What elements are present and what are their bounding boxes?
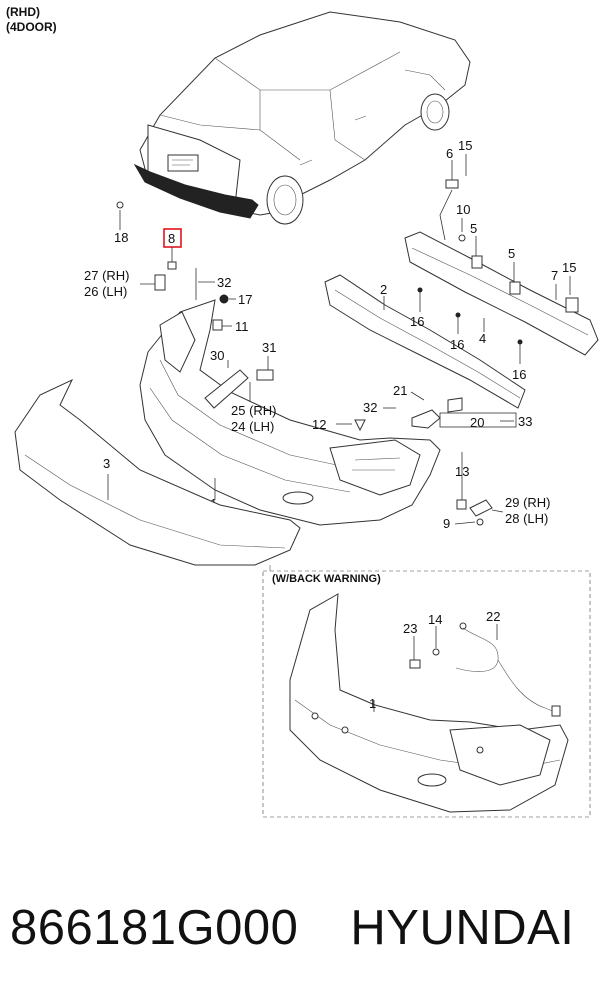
part-2-foam-absorber	[324, 274, 526, 409]
part-number: 866181G000	[10, 901, 299, 955]
part-number-footer: 866181G000 HYUNDAI	[10, 888, 600, 968]
part-1-bumper-cover	[139, 299, 441, 526]
callout-31: 31	[262, 340, 276, 355]
callout-32-upper: 32	[217, 275, 231, 290]
callout-10: 10	[456, 202, 470, 217]
header-rhd: (RHD)	[6, 5, 40, 19]
callout-7: 7	[551, 268, 558, 283]
inset-back-warning: (W/BACK WARNING)	[262, 570, 591, 818]
callout-15-lower: 15	[562, 260, 576, 275]
callout-32-lower: 32	[363, 400, 377, 415]
callout-6: 6	[446, 146, 453, 161]
callout-4: 4	[479, 331, 486, 346]
callout-8: 8	[168, 231, 175, 246]
callout-9: 9	[443, 516, 450, 531]
callout-16-b: 16	[450, 337, 464, 352]
license-plate-area	[167, 154, 199, 172]
callout-22: 22	[486, 609, 500, 624]
highlight-box-part-8	[163, 228, 182, 248]
callout-13: 13	[455, 464, 469, 479]
callout-2: 2	[380, 282, 387, 297]
callout-1-inset: 1	[369, 696, 376, 711]
callout-16-a: 16	[410, 314, 424, 329]
callout-28-lh: 28 (LH)	[505, 511, 548, 526]
callout-5-a: 5	[470, 221, 477, 236]
callout-17: 17	[238, 292, 252, 307]
callout-21: 21	[393, 383, 407, 398]
callout-18: 18	[114, 230, 128, 245]
callout-12-upper: 12	[312, 417, 326, 432]
callout-11: 11	[235, 319, 249, 334]
part-8-clip	[167, 261, 177, 270]
callout-29-rh: 29 (RH)	[505, 495, 551, 510]
callout-26-lh: 26 (LH)	[84, 284, 127, 299]
part-3-absorber	[14, 378, 301, 566]
inset-title: (W/BACK WARNING)	[272, 573, 381, 585]
callout-27-rh: 27 (RH)	[84, 268, 130, 283]
brand-name: HYUNDAI	[350, 901, 575, 955]
callout-23: 23	[403, 621, 417, 636]
callout-24-lh: 24 (LH)	[231, 419, 274, 434]
callout-20: 20	[470, 415, 484, 430]
callout-16-c: 16	[512, 367, 526, 382]
callout-30: 30	[210, 348, 224, 363]
car-illustration	[133, 11, 471, 225]
callout-25-rh: 25 (RH)	[231, 403, 277, 418]
part-18-screw	[116, 201, 124, 230]
callout-5-b: 5	[508, 246, 515, 261]
callout-3: 3	[103, 456, 110, 471]
callout-15-upper: 15	[458, 138, 472, 153]
callout-14: 14	[428, 612, 442, 627]
back-light-lens	[411, 409, 441, 429]
callout-33: 33	[518, 414, 532, 429]
part-4-bumper-beam	[404, 231, 599, 356]
header-4door: (4DOOR)	[6, 20, 57, 34]
